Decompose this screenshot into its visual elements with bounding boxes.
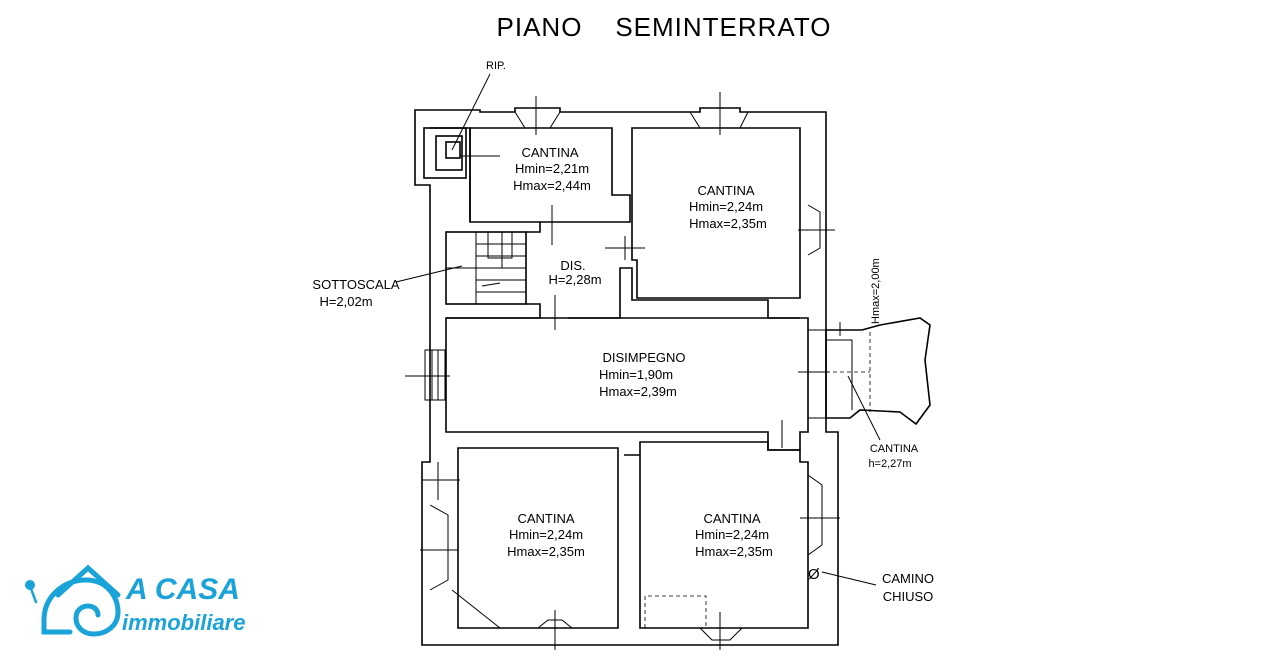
cantina-bottom-left-name: CANTINA — [517, 511, 574, 526]
logo: A CASA immobiliare — [25, 564, 245, 637]
sottoscala-h: H=2,02m — [319, 294, 372, 309]
cantina-bottom-left-hmax: Hmax=2,35m — [507, 544, 585, 559]
rip-label: RIP. — [486, 60, 506, 72]
cantina-bottom-right-hmin: Hmin=2,24m — [695, 527, 769, 542]
cantina-top-right-name: CANTINA — [697, 183, 754, 198]
room-cantina-top-right — [631, 127, 801, 299]
cantina-top-right-hmax: Hmax=2,35m — [689, 216, 767, 231]
side-cantina-name: CANTINA — [870, 443, 919, 455]
labels: RIP. CANTINA Hmin=2,21m Hmax=2,44m CANTI… — [312, 60, 934, 604]
plan-title: PIANO SEMINTERRATO — [497, 12, 832, 42]
hmax-vertical-label: Hmax=2,00m — [870, 258, 882, 324]
disimpegno-hmax: Hmax=2,39m — [599, 384, 677, 399]
windows — [514, 92, 835, 650]
side-cantina-h: h=2,27m — [868, 458, 911, 470]
room-cantina-top-left — [423, 127, 631, 223]
disimpegno-name: DISIMPEGNO — [602, 350, 685, 365]
cantina-top-left-hmax: Hmax=2,44m — [513, 178, 591, 193]
room-cantina-bottom-left — [420, 447, 619, 629]
room-side-cantina — [808, 317, 931, 426]
snail-house-icon — [25, 564, 121, 637]
dis-name: DIS. — [560, 258, 585, 273]
leader-lines — [395, 73, 881, 586]
cantina-top-left-hmin: Hmin=2,21m — [515, 161, 589, 176]
cantina-bottom-right-name: CANTINA — [703, 511, 760, 526]
dis-h: H=2,28m — [548, 272, 601, 287]
disimpegno-hmin: Hmin=1,90m — [599, 367, 673, 382]
camino-symbol: Ø — [808, 566, 820, 583]
cantina-bottom-left-hmin: Hmin=2,24m — [509, 527, 583, 542]
cantina-top-right-hmin: Hmin=2,24m — [689, 199, 763, 214]
cantina-top-left-name: CANTINA — [521, 145, 578, 160]
logo-tagline: immobiliare — [122, 610, 245, 635]
camino-label-line2: CHIUSO — [883, 589, 934, 604]
room-cantina-bottom-right — [624, 441, 840, 629]
cantina-bottom-right-hmax: Hmax=2,35m — [695, 544, 773, 559]
sottoscala-name: SOTTOSCALA — [312, 277, 400, 292]
stairs — [445, 231, 527, 305]
camino-label-line1: CAMINO — [882, 571, 934, 586]
logo-brand: A CASA — [125, 573, 240, 606]
